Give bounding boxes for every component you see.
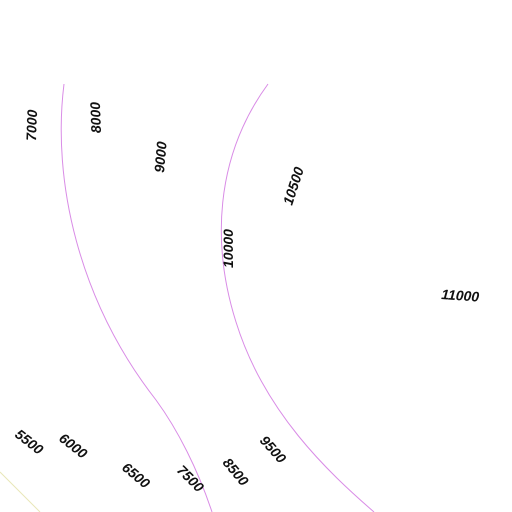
contour-label-7000: 7000 [23,109,40,141]
contour-label-8000: 8000 [87,102,104,134]
contour-label-11000: 11000 [441,286,480,305]
contour-line-outer [60,83,213,512]
contour-label-10000: 10000 [220,229,236,268]
contour-line-faint [0,471,41,512]
contour-line-inner [220,83,375,512]
contour-label-9000: 9000 [151,141,170,174]
